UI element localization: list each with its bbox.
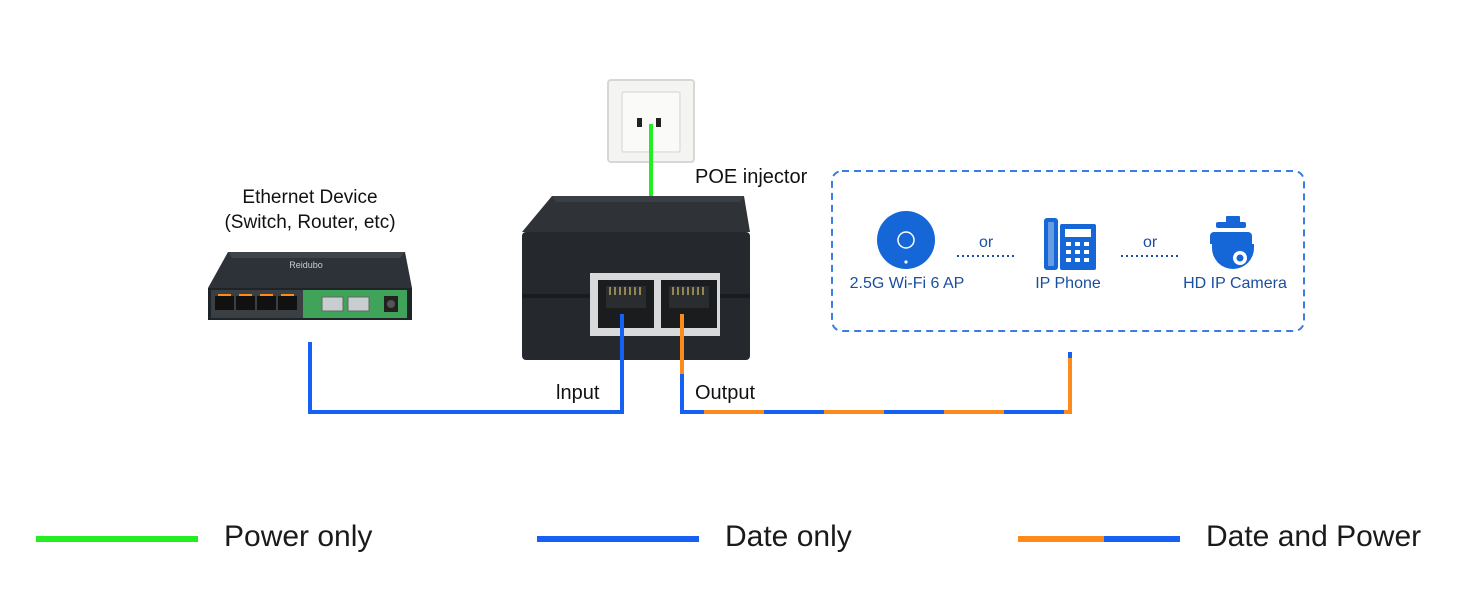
poe-injector-label: POE injector <box>695 166 808 188</box>
ethernet-switch-image <box>208 252 412 320</box>
poe-injector-image <box>522 196 750 360</box>
legend-data-power-label: Date and Power <box>1206 520 1422 553</box>
ip-camera-icon <box>1210 216 1254 269</box>
or-label-1: or <box>979 234 994 251</box>
output-port-label: Output <box>695 382 756 404</box>
wifi-ap-label: 2.5G Wi-Fi 6 AP <box>849 275 965 292</box>
legend-power-only-label: Power only <box>224 520 373 553</box>
switch-brand-text: Reidubo <box>289 260 323 270</box>
legend-data-only-label: Date only <box>725 520 852 553</box>
wall-outlet-icon <box>607 79 695 163</box>
data-cable-input <box>308 314 624 414</box>
ip-phone-label: IP Phone <box>1035 275 1101 292</box>
wifi-ap-icon <box>877 211 935 269</box>
ethernet-device-name: Ethernet Device <box>242 187 378 208</box>
ethernet-device-examples: (Switch, Router, etc) <box>224 212 396 233</box>
or-label-2: or <box>1143 234 1158 251</box>
input-port-label: lnput <box>556 382 600 404</box>
data-power-cable-orange <box>680 314 1072 414</box>
ip-phone-icon <box>1044 218 1096 270</box>
ip-camera-label: HD IP Camera <box>1183 275 1287 292</box>
ethernet-device-title: Ethernet Device (Switch, Router, etc) <box>210 185 410 235</box>
